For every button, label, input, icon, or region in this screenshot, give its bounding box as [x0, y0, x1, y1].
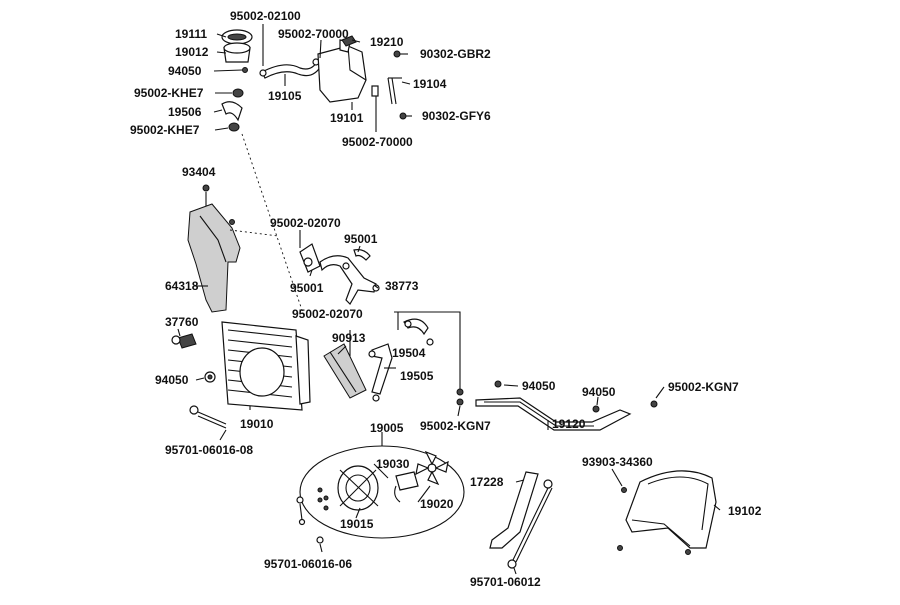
label-90302-GFY6: 90302-GFY6 [422, 109, 491, 123]
label-90913: 90913 [332, 331, 366, 345]
label-19210: 19210 [370, 35, 404, 49]
label-95002-70000-top: 95002-70000 [278, 27, 349, 41]
label-94050-left: 94050 [155, 373, 189, 387]
label-95001-b: 95001 [290, 281, 324, 295]
label-19012: 19012 [175, 45, 209, 59]
label-19030: 19030 [376, 457, 410, 471]
label-19010: 19010 [240, 417, 274, 431]
label-19015: 19015 [340, 517, 374, 531]
label-95002-02070-a: 95002-02070 [270, 216, 341, 230]
bolt-group-left [296, 496, 324, 544]
label-95701-06012: 95701-06012 [470, 575, 541, 589]
label-19504: 19504 [392, 346, 426, 360]
label-95002-KGN7-right: 95002-KGN7 [668, 380, 739, 394]
upper-hose-group [299, 243, 380, 305]
label-95701-06016-08: 95701-06016-08 [165, 443, 253, 457]
label-95002-02070-b: 95002-02070 [292, 307, 363, 321]
label-95002-KHE7-b: 95002-KHE7 [130, 123, 200, 137]
label-94050-top: 94050 [168, 64, 202, 78]
label-19104: 19104 [413, 77, 447, 91]
label-93903-34360: 93903-34360 [582, 455, 653, 469]
label-19105: 19105 [268, 89, 302, 103]
label-95002-02100: 95002-02100 [230, 9, 301, 23]
label-94050-right: 94050 [582, 385, 616, 399]
label-95701-06016-06: 95701-06016-06 [264, 557, 352, 571]
leader-lines [177, 24, 721, 575]
label-95002-KGN7-mid: 95002-KGN7 [420, 419, 491, 433]
pipe-group [475, 380, 658, 431]
label-19120: 19120 [552, 417, 586, 431]
label-95002-KHE7-a: 95002-KHE7 [134, 86, 204, 100]
label-95002-70000-bottom: 95002-70000 [342, 135, 413, 149]
label-37760: 37760 [165, 315, 199, 329]
label-64318: 64318 [165, 279, 199, 293]
label-19020: 19020 [420, 497, 454, 511]
label-90302-GBR2: 90302-GBR2 [420, 47, 491, 61]
label-19102: 19102 [728, 504, 762, 518]
label-38773: 38773 [385, 279, 419, 293]
label-94050-mid: 94050 [522, 379, 556, 393]
label-17228: 17228 [470, 475, 504, 489]
shroud-group [187, 184, 241, 313]
radiator-group [171, 321, 311, 429]
lower-hose-group [323, 311, 464, 406]
label-19111: 19111 [175, 27, 207, 41]
bracket-group [489, 471, 553, 569]
label-19505: 19505 [400, 369, 434, 383]
reservoir-group [221, 29, 407, 132]
label-95001-a: 95001 [344, 232, 378, 246]
fan-assembly-group [299, 432, 465, 539]
label-93404: 93404 [182, 165, 216, 179]
cover-group [617, 470, 717, 555]
label-19101: 19101 [330, 111, 364, 125]
label-19506: 19506 [168, 105, 202, 119]
part-labels: 95002-02100 19111 95002-70000 19210 1901… [130, 9, 762, 589]
label-19005: 19005 [370, 421, 404, 435]
